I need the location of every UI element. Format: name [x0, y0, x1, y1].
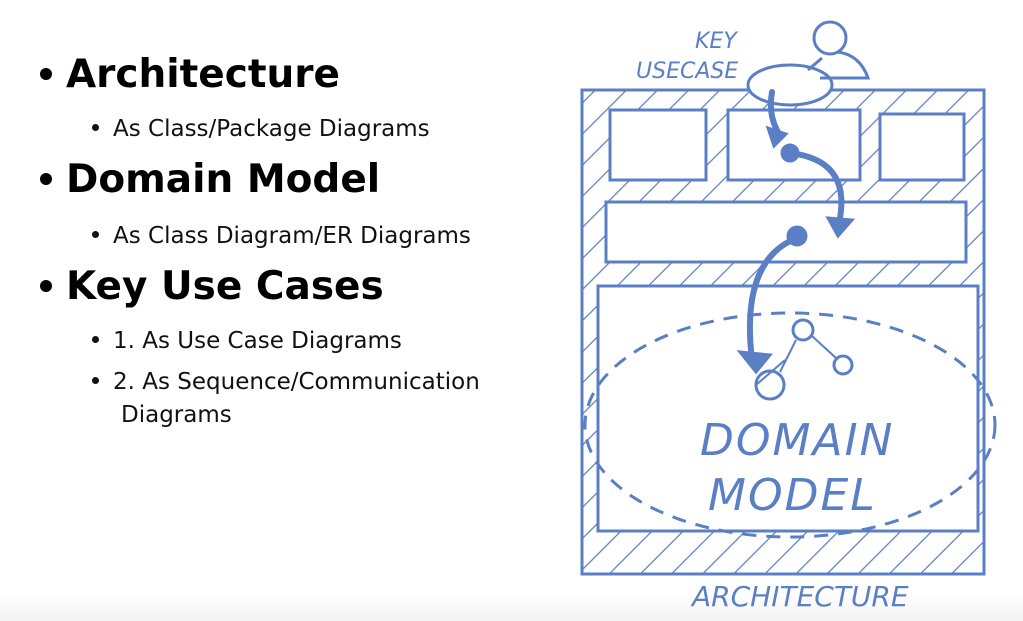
domain-object [832, 354, 854, 376]
domain-object [791, 318, 815, 342]
bullet-architecture: Architecture [40, 52, 340, 97]
domain-model-boundary [583, 311, 997, 539]
layer-band [604, 200, 968, 264]
sub-bullet-text: Diagrams [121, 402, 232, 428]
bullet-domain-model: Domain Model [40, 157, 380, 202]
bullet-dot [92, 124, 99, 131]
sub-bullet: As Class Diagram/ER Diagrams [92, 220, 471, 253]
object-link [755, 335, 837, 386]
bullet-title: Architecture [66, 52, 340, 97]
component-box [608, 108, 708, 182]
label-domain: DOMAIN [700, 415, 894, 466]
bullet-title: Key Use Cases [66, 264, 384, 309]
label-usecase: USECASE [636, 59, 738, 84]
label-model: MODEL [708, 470, 877, 521]
sub-bullet: As Class/Package Diagrams [92, 113, 430, 146]
person-head-icon [812, 20, 848, 56]
sub-bullet-text: 1. As Use Case Diagrams [113, 328, 402, 354]
label-key: KEY [695, 29, 738, 54]
slide-footer-shade [0, 591, 1023, 621]
bullet-dot [40, 279, 52, 292]
domain-layer [596, 284, 980, 533]
bullet-dot [92, 231, 99, 238]
bullet-key-use-cases: Key Use Cases [40, 264, 384, 309]
flow-arrow [767, 89, 781, 135]
bullet-dot [92, 336, 99, 343]
flow-node [786, 225, 808, 247]
bullet-dot [92, 377, 99, 384]
bullet-dot [40, 67, 52, 80]
flow-arrow [787, 150, 845, 221]
sub-bullet: 2. As Sequence/Communication [92, 366, 480, 399]
domain-object [754, 369, 786, 401]
component-box [878, 112, 966, 182]
sub-bullet: 1. As Use Case Diagrams [92, 325, 402, 358]
person-body-icon [807, 50, 871, 80]
flow-node [780, 143, 800, 163]
arrow-head-icon [736, 125, 856, 375]
label-architecture: ARCHITECTURE [690, 580, 909, 613]
sub-bullet-continuation: Diagrams [121, 399, 232, 432]
sub-bullet-text: As Class/Package Diagrams [113, 116, 430, 142]
sub-bullet-text: 2. As Sequence/Communication [113, 369, 480, 395]
flow-arrow [746, 235, 800, 363]
use-case-ellipse [746, 63, 834, 107]
sub-bullet-text: As Class Diagram/ER Diagrams [113, 223, 471, 249]
bullet-dot [40, 172, 52, 185]
bullet-title: Domain Model [66, 157, 381, 202]
